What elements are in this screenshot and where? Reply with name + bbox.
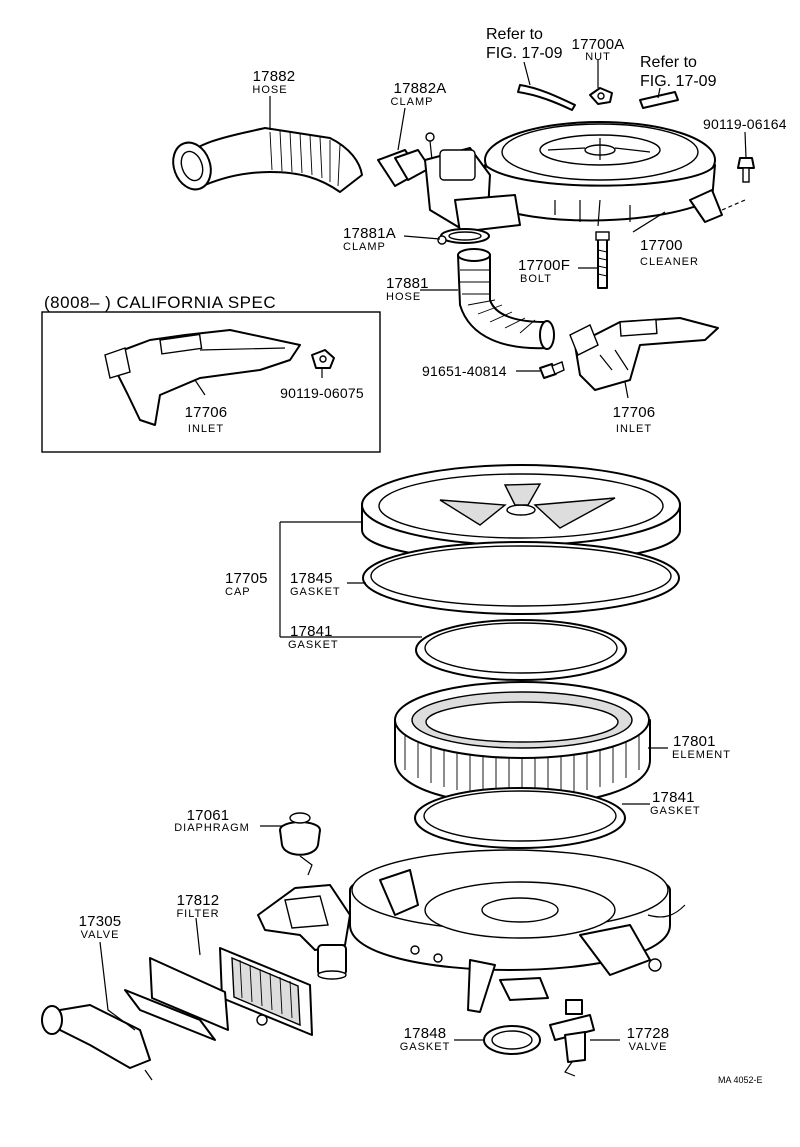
part-number: 17881	[386, 275, 429, 292]
bolt-90119-06164-drawing	[737, 157, 755, 183]
part-name: GASKET	[399, 1041, 451, 1053]
part-name: CLAMP	[390, 96, 434, 108]
part-name: CLEANER	[640, 256, 699, 268]
clamp-17882A-drawing	[377, 132, 435, 187]
part-number: 17882A	[393, 80, 447, 97]
nut-90119-06075-drawing	[311, 349, 335, 369]
gasket-17841-top-drawing	[415, 619, 627, 681]
part-number: 17706	[184, 404, 228, 421]
part-name: DIAPHRAGM	[174, 822, 250, 834]
part-number: 17700A	[571, 36, 625, 53]
part-number: 90119-06075	[280, 385, 364, 401]
leader-lines	[99, 60, 747, 1041]
part-number: 17841	[652, 789, 695, 806]
valve-17305-drawing	[41, 1004, 153, 1081]
part-number: 17848	[403, 1025, 447, 1042]
part-name: BOLT	[520, 273, 552, 285]
gasket-17848-drawing	[483, 1025, 541, 1055]
part-number: 17705	[225, 570, 268, 587]
footer-code: MA 4052-E	[718, 1075, 763, 1085]
diaphragm-17061-drawing	[279, 812, 321, 876]
bolt-91651-40814-drawing	[539, 361, 565, 379]
part-number: 17061	[186, 807, 230, 824]
part-name: CAP	[225, 586, 251, 598]
cleaner-17700-drawing	[424, 121, 746, 233]
cleaner-base-drawing	[349, 849, 686, 1013]
ref-line: Refer to	[640, 54, 697, 71]
inlet-17706-left-drawing	[104, 329, 301, 426]
valve-body-drawing	[124, 957, 268, 1041]
inlet-17706-right-drawing	[569, 317, 719, 391]
part-name: INLET	[187, 423, 225, 435]
part-name: CLAMP	[343, 241, 386, 253]
part-number: 17812	[176, 892, 220, 909]
part-number: 17841	[290, 623, 333, 640]
cap-17705-drawing	[361, 464, 681, 563]
part-name: NUT	[585, 51, 611, 63]
hose-17881-drawing	[457, 248, 555, 350]
bracket-ref-left-drawing	[517, 84, 576, 111]
part-name: HOSE	[252, 84, 288, 96]
part-number: 17700	[640, 237, 683, 254]
ref-text-1: Refer to	[486, 27, 543, 43]
part-name: ELEMENT	[672, 749, 731, 761]
ref-text-1b: FIG. 17-09	[486, 46, 562, 62]
part-number: 17882	[252, 68, 296, 85]
clamp-17881A-drawing	[437, 228, 490, 245]
california-spec-header: (8008– ) CALIFORNIA SPEC	[44, 293, 277, 312]
gasket-17845-drawing	[362, 541, 680, 615]
part-number: 17881A	[343, 225, 396, 242]
part-number: 90119-06164	[703, 116, 787, 132]
part-name: GASKET	[290, 586, 341, 598]
california-spec-box	[41, 311, 381, 453]
part-name: VALVE	[628, 1041, 668, 1053]
ref-line: FIG. 17-09	[640, 73, 717, 90]
ref-text-2: Refer to	[640, 55, 697, 71]
ref-line: Refer to	[486, 26, 543, 43]
part-name: GASKET	[288, 639, 339, 651]
part-name: INLET	[615, 423, 653, 435]
part-number: 17700F	[518, 257, 571, 274]
nut-17700A-drawing	[589, 87, 613, 105]
filter-17812-drawing	[219, 947, 313, 1036]
ref-line: FIG. 17-09	[486, 45, 563, 62]
bracket-ref-right-drawing	[639, 91, 679, 109]
part-number: 91651-40814	[422, 363, 507, 379]
part-number: 17706	[612, 404, 656, 421]
ref-text-2b: FIG. 17-09	[640, 74, 716, 90]
part-number: 17305	[78, 913, 122, 930]
part-name: VALVE	[80, 929, 120, 941]
part-number: 17845	[290, 570, 333, 587]
part-number: 17728	[626, 1025, 670, 1042]
bolt-17700F-drawing	[595, 231, 610, 289]
part-name: HOSE	[386, 291, 422, 303]
part-name: GASKET	[650, 805, 701, 817]
valve-17728-drawing	[549, 999, 595, 1077]
element-17801-drawing	[394, 681, 651, 806]
part-name: FILTER	[176, 908, 220, 920]
hose-17882-drawing	[172, 127, 363, 193]
gasket-17841-bottom-drawing	[414, 787, 626, 849]
part-number: 17801	[673, 733, 716, 750]
diaphragm-bracket-drawing	[257, 884, 351, 980]
